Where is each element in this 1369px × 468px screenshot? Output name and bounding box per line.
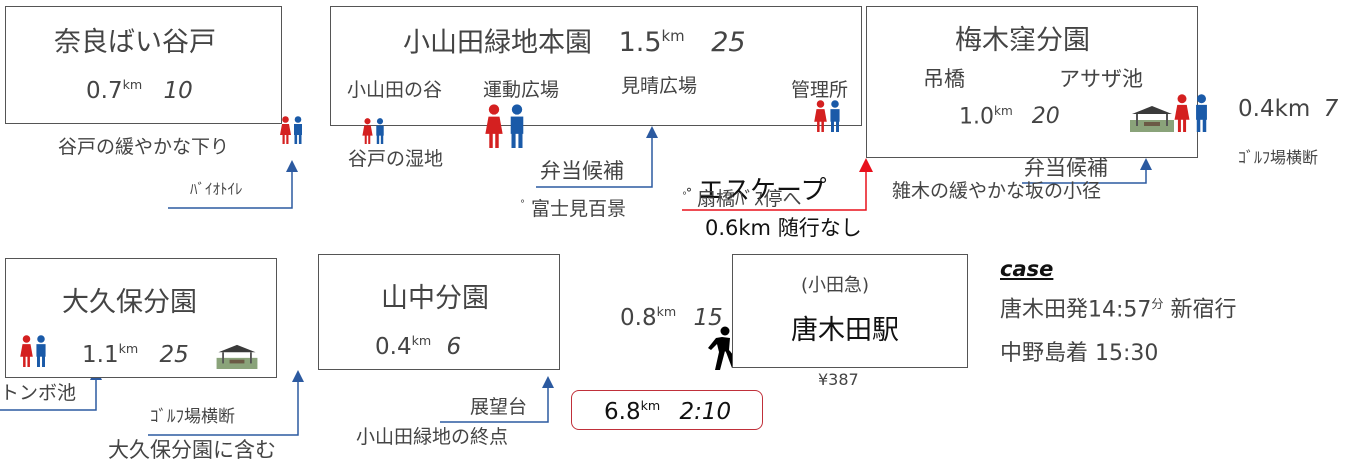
female-icon [20, 335, 33, 367]
up-arrow-icon [542, 376, 554, 388]
spot-label: 管理所 [791, 79, 849, 101]
female-icon [1174, 94, 1190, 132]
node-nara: 奈良ばい谷戸 0.7km 10 [5, 6, 282, 124]
node-title: 奈良ばい谷戸 [54, 27, 216, 58]
escape-line [682, 168, 867, 211]
case-line1: 唐木田発14:57分 新宿行 [1000, 297, 1237, 323]
tonbo-line [0, 378, 97, 411]
spot-label: 運動広場 [483, 79, 560, 101]
station-name: 唐木田駅 [791, 315, 899, 346]
note-bio-toilet: ﾊﾞｲｵﾄｲﾚ [190, 180, 243, 198]
escape-distance: 0.6km 随行なし [705, 216, 862, 240]
toilet-icons [362, 118, 385, 144]
male-icon [376, 118, 384, 144]
female-icon [362, 118, 373, 144]
total-badge: 6.8km 2:10 [571, 390, 763, 430]
spot-label: 吊橋 [923, 67, 965, 91]
walker-icon [708, 326, 737, 370]
node-title: 梅木窪分園 [955, 25, 1090, 56]
up-arrow-icon [859, 158, 873, 172]
segment-umenoki-right: 0.4km 7 [1238, 96, 1339, 122]
spot-label: アサザ池 [1059, 67, 1143, 91]
up-arrow-icon [286, 160, 298, 172]
male-icon [1196, 94, 1207, 132]
toilet-icons-large [484, 104, 526, 148]
female-icon [485, 104, 503, 148]
toilet-icons [814, 100, 841, 132]
up-arrow-icon [646, 126, 658, 138]
node-distance: 0.7km 10 [86, 77, 193, 104]
toilet-icons [280, 116, 303, 144]
station-fare: ¥387 [818, 370, 859, 389]
note-okubo-incl: 大久保分園に含む [108, 438, 276, 462]
note-nara-desc: 谷戸の緩やかな下り [58, 136, 230, 158]
up-arrow-icon [1140, 158, 1152, 170]
note-fuji: °富士見百景 [520, 198, 627, 220]
note-zoki: 雑木の緩やかな坂の小径 [892, 180, 1102, 202]
up-arrow-icon [292, 370, 304, 382]
golf2-line [148, 380, 299, 436]
segment-walk: 0.8km 15 [620, 304, 723, 331]
node-title: 山中分園 [381, 283, 489, 314]
bio-toilet-line [168, 170, 293, 209]
male-icon [294, 116, 302, 144]
station-sub: (小田急) [801, 275, 870, 296]
node-umenoki: 梅木窪分園 吊橋 アサザ池 1.0km 20 [866, 6, 1198, 158]
escape-title: °エスケープ [686, 176, 827, 206]
node-distance: 1.0km 20 [959, 104, 1060, 130]
node-karakida: (小田急) 唐木田駅 [732, 254, 968, 368]
node-oyamada: 小山田緑地本園 1.5km 25 小山田の谷 運動広場 見晴広場 管理所 [330, 6, 862, 126]
male-icon [510, 104, 524, 148]
female-icon [814, 100, 827, 132]
spot-label: 小山田の谷 [347, 79, 443, 101]
female-icon [280, 116, 291, 144]
note-end: 小山田緑地の終点 [356, 426, 509, 448]
male-icon [830, 100, 840, 132]
tenbou-line [440, 386, 549, 423]
note-bento1: 弁当候補 [540, 159, 624, 183]
bento1-line [536, 136, 653, 188]
node-title: 小山田緑地本園 1.5km 25 [403, 27, 746, 59]
escape-sub: °扇橋ﾊﾞｽ停へ [682, 188, 802, 210]
case-line2: 中野島着 15:30 [1000, 341, 1159, 366]
male-icon [36, 335, 46, 367]
note-bento2: 弁当候補 [1024, 156, 1108, 180]
toilet-icons-large [1174, 94, 1209, 132]
gazebo-icon [1130, 106, 1174, 132]
node-title: 大久保分園 [62, 287, 197, 318]
bento2-line [1022, 168, 1147, 184]
spot-label: 見晴広場 [621, 75, 698, 97]
toilet-icons [20, 335, 47, 367]
note-tenbou: 展望台 [470, 396, 528, 418]
node-distance: 1.1km 25 [82, 341, 189, 368]
node-distance: 0.4km 6 [375, 333, 462, 360]
note-golf1: ｺﾞﾙﾌ場横断 [1238, 148, 1319, 167]
node-okubo: 大久保分園 1.1km 25 [5, 258, 277, 378]
note-golf2: ｺﾞﾙﾌ場横断 [150, 407, 235, 427]
note-tonbo: トンボ池 [0, 382, 77, 404]
gazebo-icon [216, 344, 258, 369]
node-yamanaka: 山中分園 0.4km 6 [318, 254, 560, 370]
note-wetland: 谷戸の湿地 [348, 148, 444, 170]
case-title: case [1000, 257, 1054, 281]
